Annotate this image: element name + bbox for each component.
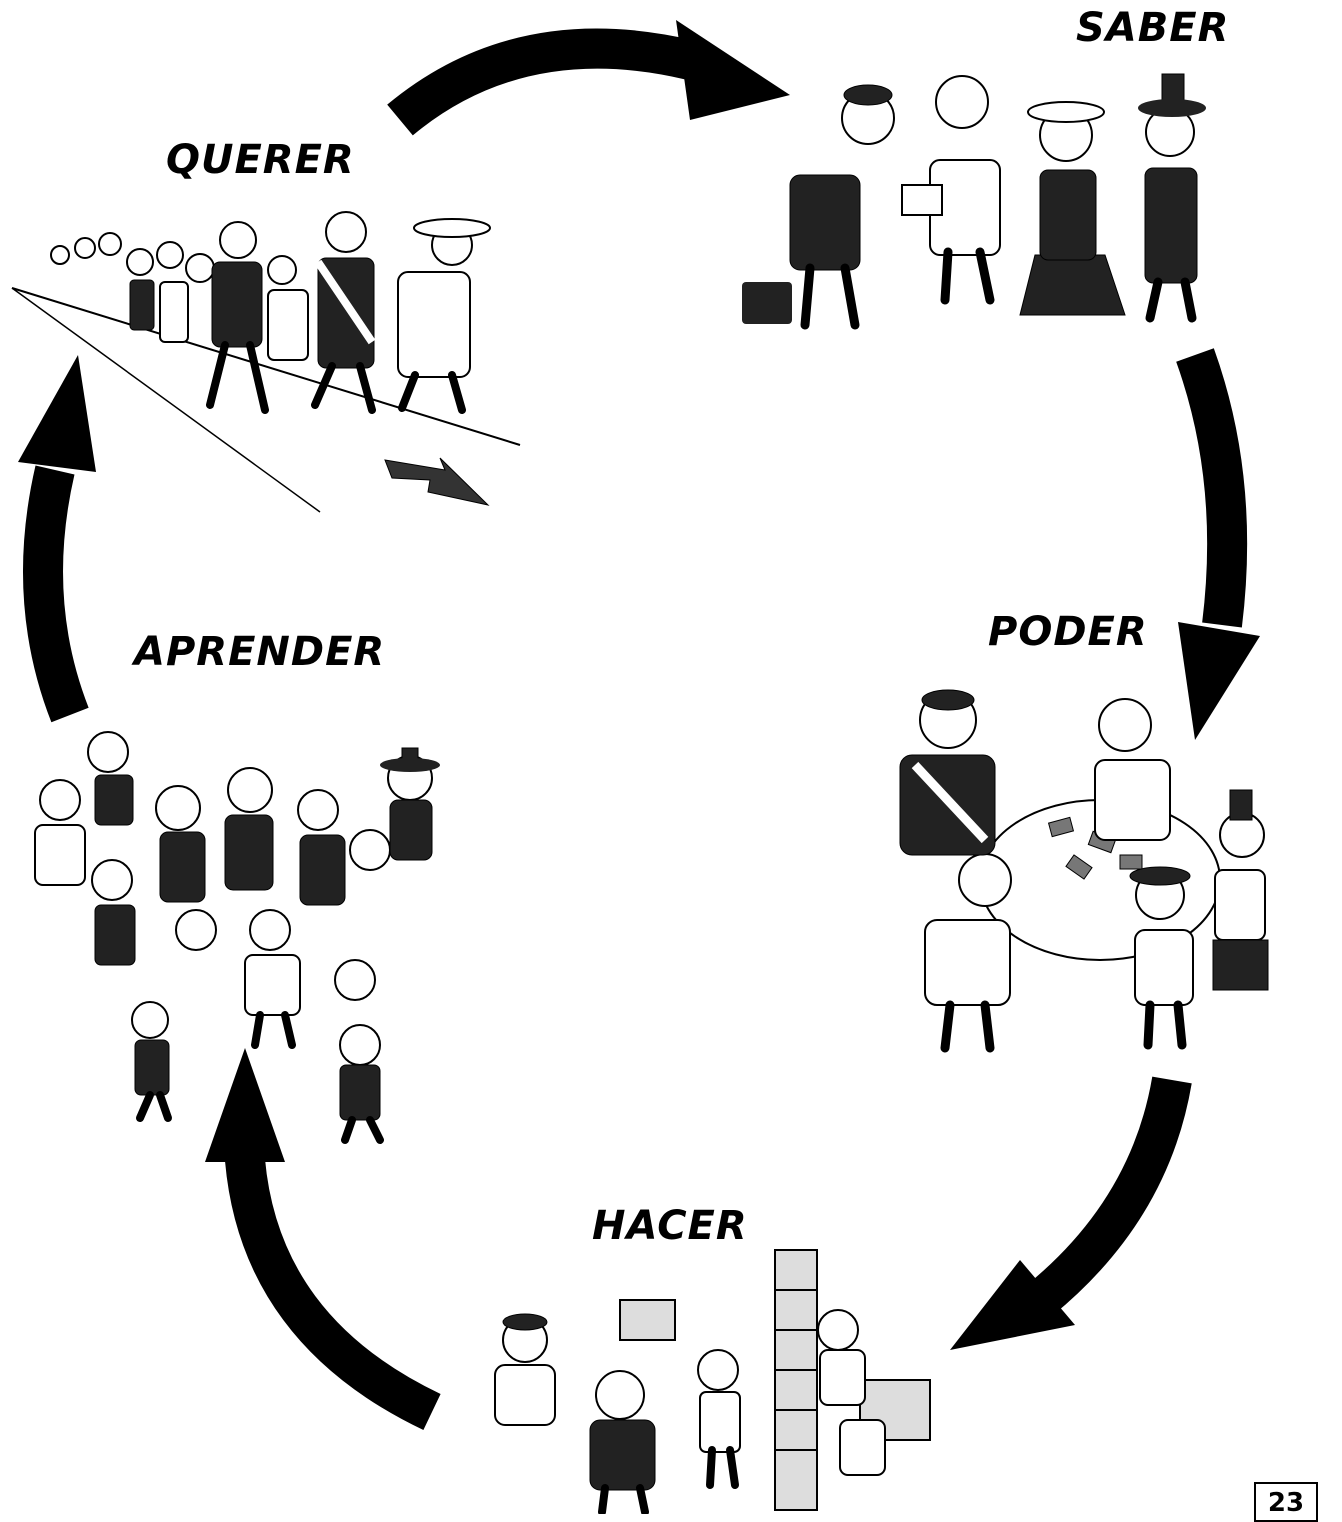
celebrating-crowd-illustration bbox=[34, 731, 440, 1144]
stage-label-hacer: HACER bbox=[592, 1203, 748, 1249]
sharing-money-illustration bbox=[899, 689, 1269, 1053]
construction-work-illustration bbox=[494, 1249, 931, 1514]
interview-villagers-illustration bbox=[742, 73, 1206, 330]
arrow-aprender-to-querer bbox=[18, 355, 96, 723]
stage-label-poder: PODER bbox=[988, 609, 1148, 655]
arrow-poder-to-hacer bbox=[950, 1076, 1192, 1350]
stage-label-querer: QUERER bbox=[166, 137, 355, 183]
arrow-hacer-to-aprender bbox=[205, 1048, 441, 1431]
arrow-querer-to-saber bbox=[387, 20, 790, 136]
stage-label-saber: SABER bbox=[1076, 5, 1230, 51]
arrow-saber-to-poder bbox=[1176, 348, 1260, 740]
page-number-box: 23 bbox=[1254, 1482, 1318, 1522]
crowd-marching-illustration bbox=[11, 211, 521, 513]
stage-label-aprender: APRENDER bbox=[134, 629, 386, 675]
page-number: 23 bbox=[1267, 1488, 1305, 1518]
